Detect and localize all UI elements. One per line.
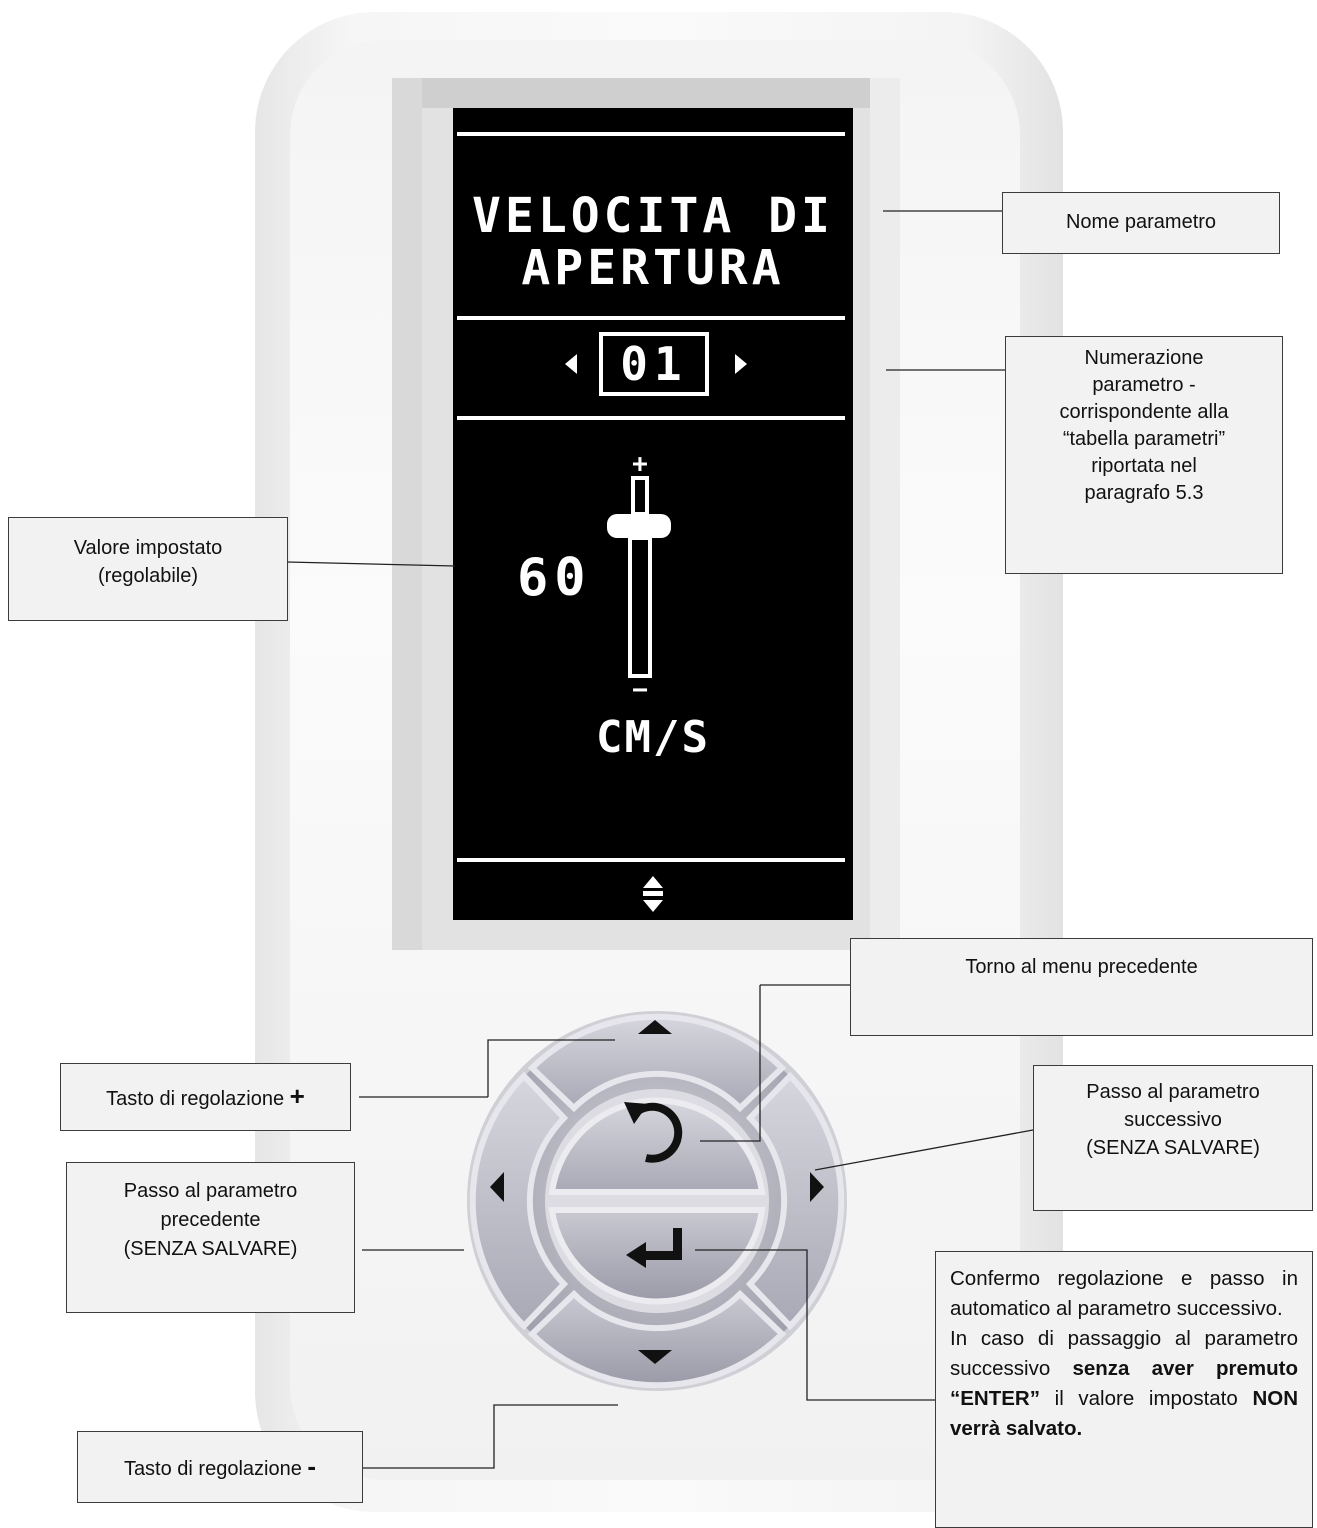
callout-text: (SENZA SALVARE) xyxy=(67,1235,354,1264)
callout-parameter-name: Nome parametro xyxy=(1002,192,1280,254)
callout-text: successivo xyxy=(1034,1106,1312,1134)
callout-text: parametro - xyxy=(1006,372,1282,399)
callout-text: Tasto di regolazione xyxy=(106,1088,284,1110)
callout-text: Passo al parametro xyxy=(67,1177,354,1206)
callout-previous-parameter: Passo al parametro precedente (SENZA SAL… xyxy=(66,1162,355,1313)
callout-text: riportata nel xyxy=(1006,453,1282,480)
callout-text: Numerazione xyxy=(1006,345,1282,372)
callout-confirm: Confermo regolazione e passo in automati… xyxy=(935,1251,1313,1528)
callout-text: precedente xyxy=(67,1206,354,1235)
callout-parameter-name-text: Nome parametro xyxy=(1066,211,1216,233)
callout-text: Passo al parametro xyxy=(1034,1078,1312,1106)
minus-sign: - xyxy=(307,1451,316,1481)
callout-text: (regolabile) xyxy=(9,562,287,590)
callout-set-value: Valore impostato (regolabile) xyxy=(8,517,288,621)
callout-next-parameter: Passo al parametro successivo (SENZA SAL… xyxy=(1033,1065,1313,1211)
callout-text: Confermo regolazione e passo in automati… xyxy=(950,1267,1298,1320)
callout-text: Valore impostato xyxy=(9,534,287,562)
callout-text: Tasto di regolazione xyxy=(124,1458,302,1480)
callout-text: (SENZA SALVARE) xyxy=(1034,1134,1312,1162)
callout-back: Torno al menu precedente xyxy=(850,938,1313,1036)
callout-text: paragrafo 5.3 xyxy=(1006,480,1282,507)
plus-sign: + xyxy=(290,1081,305,1111)
callout-minus-key: Tasto di regolazione - xyxy=(77,1431,363,1503)
callout-text: corrispondente alla xyxy=(1006,399,1282,426)
callout-text: “tabella parametri” xyxy=(1006,426,1282,453)
callout-text: Torno al menu precedente xyxy=(965,956,1197,978)
callout-plus-key: Tasto di regolazione + xyxy=(60,1063,351,1131)
callout-text: il valore impostato xyxy=(1055,1387,1238,1410)
callout-parameter-number: Numerazione parametro - corrispondente a… xyxy=(1005,336,1283,574)
